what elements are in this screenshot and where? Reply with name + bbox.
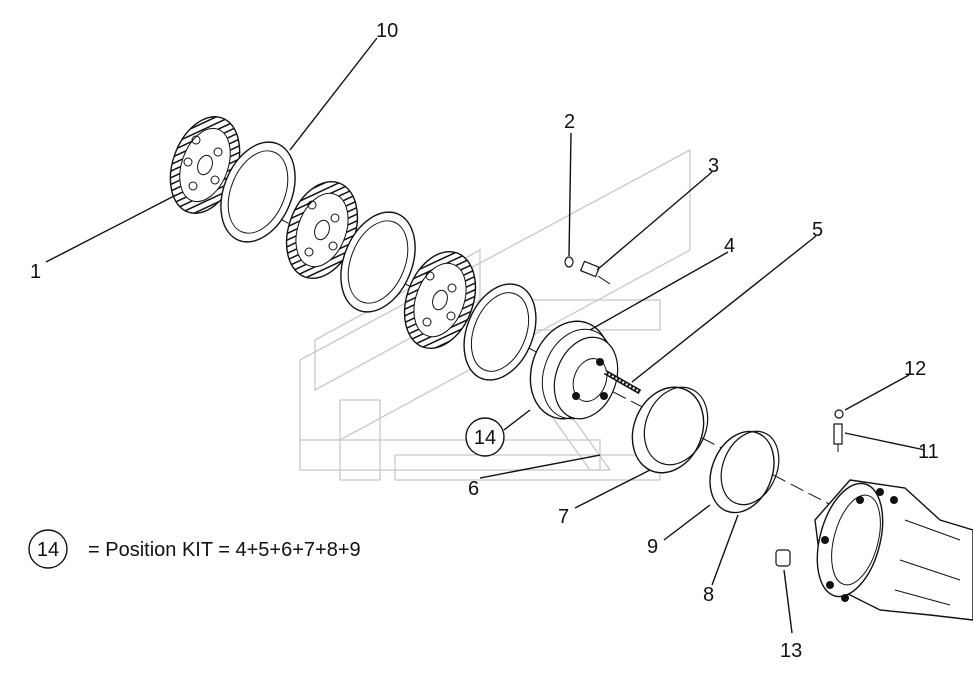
bleeder-screw-11 <box>833 423 843 452</box>
callout-6: 6 <box>468 478 479 500</box>
callout-9: 9 <box>647 536 658 558</box>
steel-plate-middle <box>340 211 416 313</box>
bleeder-cap-12 <box>834 409 844 419</box>
friction-disc-1 <box>169 116 241 214</box>
callout-5: 5 <box>812 219 823 241</box>
bushing-3 <box>579 260 601 278</box>
piston-4 <box>529 320 619 420</box>
callout-13: 13 <box>780 640 802 662</box>
kit-badge-diagram: 14 <box>465 417 505 457</box>
callout-11: 11 <box>918 441 939 463</box>
axle-housing <box>814 479 973 621</box>
legend-text: = Position KIT = 4+5+6+7+8+9 <box>88 539 361 561</box>
steel-plate-rear <box>463 283 537 381</box>
callout-14: 14 <box>474 427 496 449</box>
seal-ring-7 <box>631 386 709 474</box>
screw-2 <box>564 256 574 268</box>
callout-12: 12 <box>904 358 926 380</box>
steel-plate-10 <box>220 141 296 243</box>
kit-legend: 14 = Position KIT = 4+5+6+7+8+9 <box>28 529 361 569</box>
callout-7: 7 <box>558 506 569 528</box>
callout-8: 8 <box>703 584 714 606</box>
leader-lines <box>45 37 926 634</box>
callout-3: 3 <box>708 155 719 177</box>
friction-disc-middle <box>285 180 359 280</box>
friction-disc-rear <box>403 250 477 350</box>
seal-ring-9 <box>709 430 780 514</box>
plug-13 <box>775 549 791 567</box>
callout-1: 1 <box>30 261 41 283</box>
callout-4: 4 <box>724 235 735 257</box>
callout-2: 2 <box>564 111 575 133</box>
spring-pin-5 <box>603 369 642 395</box>
legend-badge-number: 14 <box>37 539 59 561</box>
callout-10: 10 <box>376 20 398 42</box>
